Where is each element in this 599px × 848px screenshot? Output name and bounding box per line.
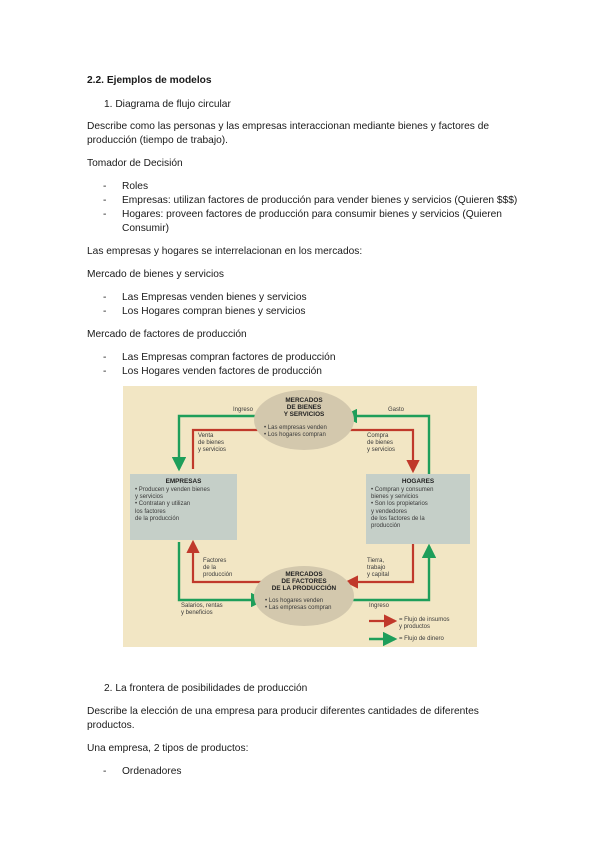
bullet-dash: -: [103, 181, 107, 192]
bullet-dash: -: [103, 292, 107, 303]
hogares-box: [366, 474, 470, 544]
arrow-venta: [191, 423, 274, 469]
bullet-text: Las Empresas venden bienes y servicios: [122, 292, 307, 303]
subheading: Tomador de Decisión: [87, 158, 183, 169]
market-goods-ellipse: [254, 390, 354, 450]
list-item-2: 2. La frontera de posibilidades de produ…: [104, 683, 308, 694]
bullet-text: Hogares: proveen factores de producción …: [122, 209, 502, 220]
market-factors-ellipse: [254, 566, 354, 626]
empresas-title: EMPRESAS: [165, 478, 202, 485]
paragraph-line: producción (tiempo de trabajo).: [87, 135, 229, 146]
list-item-1: 1. Diagrama de flujo circular: [104, 99, 231, 110]
bullet-text: Consumir): [122, 223, 169, 234]
flow-arrows: [171, 408, 437, 647]
paragraph-line: Describe como las personas y las empresa…: [87, 121, 490, 132]
bullet-text: Los Hogares venden factores de producció…: [122, 366, 322, 377]
bullet-dash: -: [103, 195, 107, 206]
arrow-factores: [186, 539, 263, 584]
bullet-text: Ordenadores: [122, 766, 182, 777]
hogares-items: • Compran y consumen bienes y servicios•…: [371, 487, 434, 530]
paragraph-line: Describe la elección de una empresa para…: [87, 706, 479, 717]
arrow-salarios: [177, 542, 266, 608]
bullet-dash: -: [103, 306, 107, 317]
market-goods-items: • Las empresas venden• Los hogares compr…: [264, 425, 327, 439]
bullet-text: Roles: [122, 181, 149, 192]
bullet-text: Las Empresas compran factores de producc…: [122, 352, 336, 363]
subheading: Mercado de bienes y servicios: [87, 269, 225, 280]
market-factors-items: • Los hogares venden• Las empresas compr…: [265, 598, 332, 612]
label-ingreso-bottom: Ingreso: [369, 603, 390, 609]
label-gasto: Gasto: [388, 407, 405, 413]
hogares-title: HOGARES: [401, 478, 435, 485]
section-heading: 2.2. Ejemplos de modelos: [87, 75, 212, 86]
paragraph-line: productos.: [87, 720, 135, 731]
arrow-tierra: [344, 544, 415, 589]
arrow-ingreso-bottom: [347, 543, 437, 602]
legend-red-label: = Flujo de insumos y productos: [399, 617, 450, 631]
bullet-dash: -: [103, 766, 107, 777]
subheading: Mercado de factores de producción: [87, 329, 247, 340]
bullet-dash: -: [103, 209, 107, 220]
empresas-items: • Producen y venden bienes y servicios• …: [135, 487, 210, 522]
paragraph-line: Una empresa, 2 tipos de productos:: [87, 743, 249, 754]
arrow-ingreso-top: [171, 414, 263, 472]
bullet-dash: -: [103, 352, 107, 363]
empresas-box: [130, 474, 237, 540]
arrow-compra: [345, 428, 420, 474]
legend-green-label: = Flujo de dinero: [399, 636, 444, 642]
bullet-dash: -: [103, 366, 107, 377]
bullet-text: Los Hogares compran bienes y servicios: [122, 306, 306, 317]
bullet-text: Empresas: utilizan factores de producció…: [122, 195, 518, 206]
paragraph-line: Las empresas y hogares se interrelaciona…: [87, 246, 363, 257]
arrow-gasto: [342, 408, 431, 474]
label-ingreso-top: Ingreso: [233, 407, 254, 413]
